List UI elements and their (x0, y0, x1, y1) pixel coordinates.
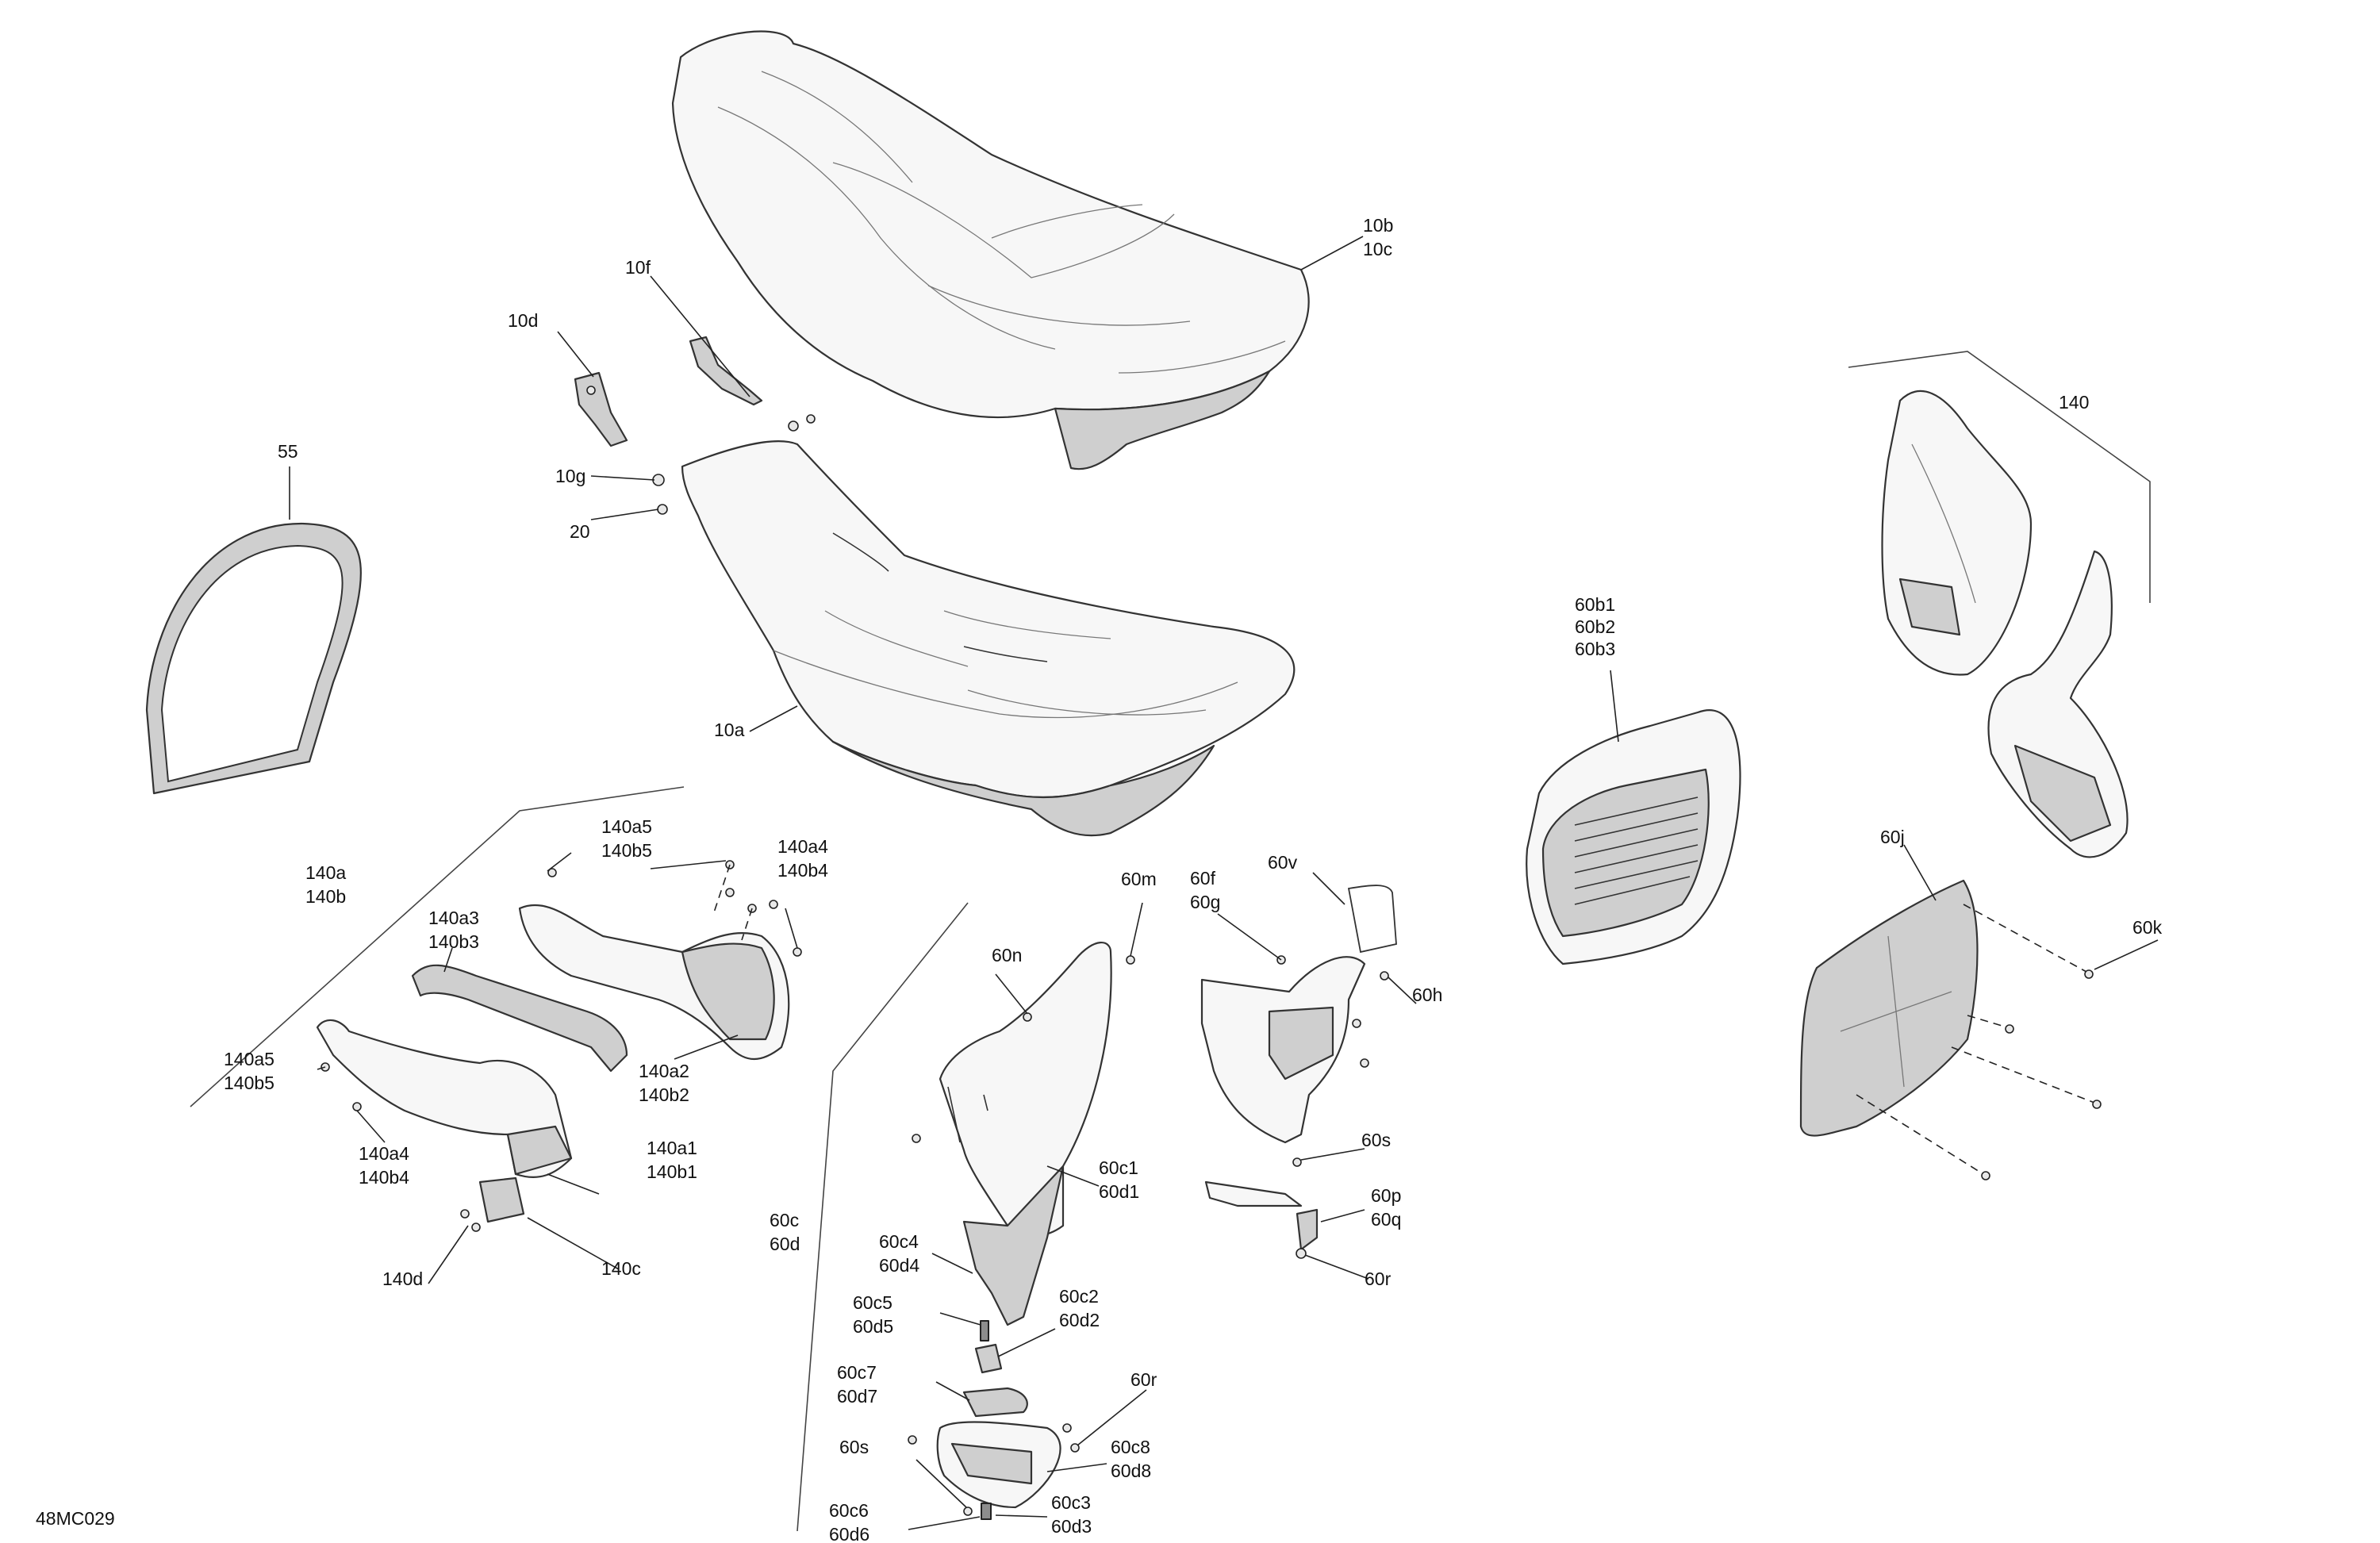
bracket-10d (574, 371, 628, 447)
callout-60c4: 60c4 (879, 1231, 919, 1252)
callout-20: 20 (570, 521, 590, 542)
callout-60r-right: 60r (1365, 1269, 1392, 1289)
callout-55: 55 (278, 441, 298, 462)
group-line-140a (190, 786, 685, 1107)
bracket-60c1 (939, 942, 1112, 1326)
callout-60n: 60n (992, 945, 1022, 965)
callout-60f: 60f (1190, 868, 1216, 889)
callout-140d: 140d (382, 1269, 423, 1289)
callout-140a2: 140a2 (639, 1061, 689, 1081)
callout-60b3: 60b3 (1575, 639, 1615, 659)
callout-60b1: 60b1 (1575, 594, 1615, 615)
callout-140b5-top: 140b5 (601, 840, 652, 861)
handle-140-b (1987, 550, 2129, 858)
callout-60b2: 60b2 (1575, 616, 1615, 637)
callout-60c6: 60c6 (829, 1500, 869, 1521)
callout-60c2: 60c2 (1059, 1286, 1099, 1307)
side-cover-60j (1799, 879, 1979, 1137)
callout-60d4: 60d4 (879, 1255, 919, 1276)
callout-140b: 140b (305, 886, 346, 907)
group-line-60c (797, 902, 969, 1532)
callout-60r-low: 60r (1130, 1369, 1157, 1390)
callout-140a3: 140a3 (428, 908, 479, 928)
callout-10f: 10f (625, 257, 651, 278)
fasteners-10g-20 (652, 414, 816, 515)
callout-60k: 60k (2132, 917, 2163, 938)
callout-140b4-top: 140b4 (777, 860, 828, 881)
callout-140b2: 140b2 (639, 1084, 689, 1105)
callout-labels: 10b 10c 10f 10d 10g 20 55 10a 140 60b1 6… (36, 215, 2163, 1543)
leader-lines (289, 236, 2159, 1530)
handle-140a3 (411, 964, 628, 1073)
callout-60d5: 60d5 (853, 1316, 893, 1337)
callout-60c8: 60c8 (1111, 1437, 1150, 1457)
reflector-panel (1526, 709, 1741, 965)
callout-10a: 10a (714, 720, 745, 740)
low-assembly-60c (908, 1320, 1080, 1520)
callout-140a1: 140a1 (647, 1138, 697, 1158)
callout-140: 140 (2059, 392, 2089, 413)
callout-10b: 10b (1363, 215, 1393, 236)
callout-60c: 60c (770, 1210, 799, 1230)
seat-cushion (671, 30, 1310, 470)
callout-140b3: 140b3 (428, 931, 479, 952)
group-lines (190, 351, 2151, 1532)
callout-60c5: 60c5 (853, 1292, 892, 1313)
callout-60s-low: 60s (839, 1437, 869, 1457)
plate-140c (478, 1176, 525, 1223)
callout-140a: 140a (305, 862, 346, 883)
callout-140b1: 140b1 (647, 1161, 697, 1182)
bracket-60p (1204, 1157, 1319, 1259)
callout-60s-right: 60s (1361, 1130, 1391, 1150)
callout-140a4-top: 140a4 (777, 836, 828, 857)
callout-60d2: 60d2 (1059, 1310, 1100, 1330)
handle-140a1 (316, 1019, 573, 1178)
callout-60g: 60g (1190, 892, 1220, 912)
belt-strap (145, 522, 362, 795)
callout-140a5-left: 140a5 (224, 1049, 274, 1069)
drawing-code: 48MC029 (36, 1508, 115, 1529)
callout-60m: 60m (1121, 869, 1157, 889)
callout-60c3: 60c3 (1051, 1492, 1091, 1513)
callout-140b5-left: 140b5 (224, 1073, 274, 1093)
handle-140a2 (518, 904, 790, 1060)
fasteners-140 (321, 860, 802, 1232)
handle-140-a (1881, 390, 2033, 676)
group-line-140 (1848, 351, 2151, 603)
callout-10g: 10g (555, 466, 585, 486)
callout-140a5-top: 140a5 (601, 816, 652, 837)
callout-60h: 60h (1412, 985, 1442, 1005)
callout-60q: 60q (1371, 1209, 1401, 1230)
callout-60d7: 60d7 (837, 1386, 877, 1407)
callout-60v: 60v (1268, 852, 1298, 873)
callout-60d6: 60d6 (829, 1524, 869, 1543)
seat-base (681, 440, 1296, 837)
callout-60c7: 60c7 (837, 1362, 877, 1383)
callout-60c1: 60c1 (1099, 1157, 1138, 1178)
bracket-60f (1200, 885, 1397, 1144)
callout-60d: 60d (770, 1234, 800, 1254)
bracket-10f (689, 336, 763, 406)
callout-60d8: 60d8 (1111, 1460, 1151, 1481)
callout-60d1: 60d1 (1099, 1181, 1139, 1202)
callout-140c: 140c (601, 1258, 641, 1279)
dashed-leaders-60j (1856, 904, 2102, 1180)
callout-10d: 10d (508, 310, 538, 331)
callout-60d3: 60d3 (1051, 1516, 1092, 1537)
fasteners-60m-60n (912, 955, 1135, 1143)
callout-140b4-bottom: 140b4 (359, 1167, 409, 1188)
callout-60p: 60p (1371, 1185, 1401, 1206)
callout-10c: 10c (1363, 239, 1392, 259)
callout-60j: 60j (1880, 827, 1905, 847)
callout-140a4-bottom: 140a4 (359, 1143, 409, 1164)
